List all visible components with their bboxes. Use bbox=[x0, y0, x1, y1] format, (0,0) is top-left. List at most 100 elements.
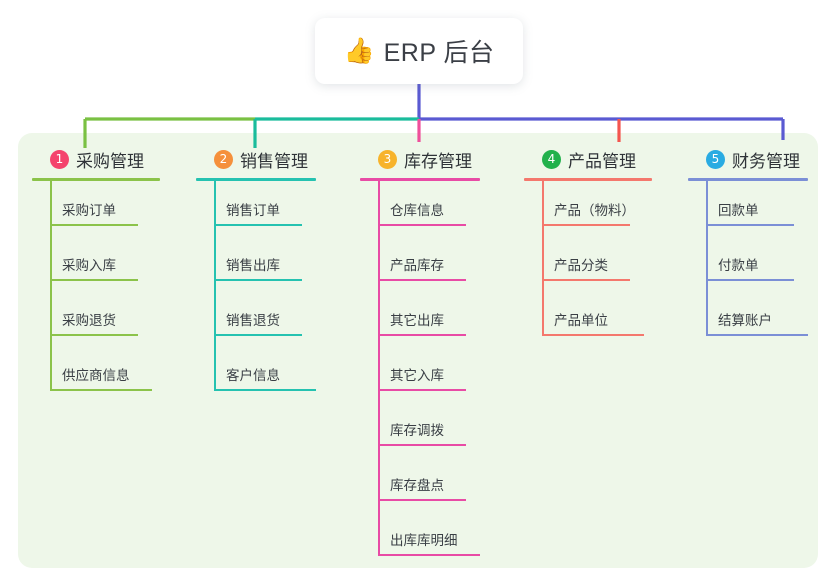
root-node-label: ERP 后台 bbox=[383, 39, 495, 67]
column-header-underline bbox=[524, 178, 652, 181]
list-item-underline bbox=[378, 444, 466, 446]
column-采购管理: 1 采购管理采购订单采购入库采购退货供应商信息 bbox=[32, 147, 160, 401]
column-header-3[interactable]: 3 库存管理 bbox=[360, 147, 480, 171]
list-item-underline bbox=[50, 334, 138, 336]
column-spine bbox=[50, 181, 52, 389]
list-item-label: 其它入库 bbox=[390, 368, 444, 383]
column-header-2[interactable]: 2 销售管理 bbox=[196, 147, 316, 171]
list-item[interactable]: 客户信息 bbox=[196, 346, 316, 401]
column-header-4[interactable]: 4 产品管理 bbox=[524, 147, 652, 171]
thumbs-up-icon: 👍 bbox=[343, 36, 375, 65]
list-item[interactable]: 库存调拨 bbox=[360, 401, 480, 456]
column-badge-4: 4 bbox=[542, 149, 561, 169]
list-item[interactable]: 产品库存 bbox=[360, 236, 480, 291]
column-title-label: 财务管理 bbox=[732, 151, 800, 171]
list-item-underline bbox=[214, 334, 302, 336]
column-财务管理: 5 财务管理回款单付款单结算账户 bbox=[688, 147, 808, 346]
list-item[interactable]: 产品（物料） bbox=[524, 181, 652, 236]
list-item-underline bbox=[706, 224, 794, 226]
list-item-underline bbox=[378, 499, 466, 501]
column-item-list: 产品（物料） 产品分类产品单位 bbox=[524, 181, 652, 346]
column-库存管理: 3 库存管理仓库信息产品库存其它出库其它入库库存调拨库存盘点出库库明细 bbox=[360, 147, 480, 566]
list-item-underline bbox=[706, 334, 808, 336]
column-badge-2: 2 bbox=[214, 149, 233, 169]
list-item[interactable]: 库存盘点 bbox=[360, 456, 480, 511]
root-node-content: 👍 ERP 后台 bbox=[343, 33, 494, 69]
column-item-list: 仓库信息产品库存其它出库其它入库库存调拨库存盘点出库库明细 bbox=[360, 181, 480, 566]
list-item-underline bbox=[378, 279, 466, 281]
list-item-underline bbox=[542, 279, 630, 281]
list-item-underline bbox=[214, 389, 316, 391]
list-item-label: 采购订单 bbox=[62, 203, 116, 218]
column-header-underline bbox=[32, 178, 160, 181]
root-node-erp-backend[interactable]: 👍 ERP 后台 bbox=[315, 18, 523, 84]
list-item-underline bbox=[50, 389, 152, 391]
list-item-underline bbox=[214, 279, 302, 281]
list-item-label: 产品单位 bbox=[554, 313, 608, 328]
list-item-label: 付款单 bbox=[718, 258, 759, 273]
list-item[interactable]: 采购退货 bbox=[32, 291, 160, 346]
list-item-label: 采购退货 bbox=[62, 313, 116, 328]
list-item-label: 仓库信息 bbox=[390, 203, 444, 218]
diagram-panel-background bbox=[18, 133, 818, 568]
list-item-underline bbox=[542, 224, 630, 226]
list-item-label: 供应商信息 bbox=[62, 368, 130, 383]
list-item[interactable]: 仓库信息 bbox=[360, 181, 480, 236]
column-header-underline bbox=[360, 178, 480, 181]
list-item-underline bbox=[214, 224, 302, 226]
column-title-label: 采购管理 bbox=[76, 151, 144, 171]
column-销售管理: 2 销售管理销售订单销售出库销售退货客户信息 bbox=[196, 147, 316, 401]
list-item[interactable]: 其它出库 bbox=[360, 291, 480, 346]
list-item-underline bbox=[542, 334, 644, 336]
list-item-label: 库存调拨 bbox=[390, 423, 444, 438]
column-产品管理: 4 产品管理产品（物料） 产品分类产品单位 bbox=[524, 147, 652, 346]
list-item[interactable]: 销售订单 bbox=[196, 181, 316, 236]
list-item[interactable]: 销售退货 bbox=[196, 291, 316, 346]
list-item-underline bbox=[378, 334, 466, 336]
list-item[interactable]: 销售出库 bbox=[196, 236, 316, 291]
list-item-label: 产品库存 bbox=[390, 258, 444, 273]
list-item[interactable]: 采购入库 bbox=[32, 236, 160, 291]
list-item-label: 产品分类 bbox=[554, 258, 608, 273]
list-item-underline bbox=[378, 554, 480, 556]
list-item-label: 其它出库 bbox=[390, 313, 444, 328]
list-item-underline bbox=[50, 279, 138, 281]
column-spine bbox=[542, 181, 544, 334]
column-badge-1: 1 bbox=[50, 149, 69, 169]
list-item[interactable]: 产品分类 bbox=[524, 236, 652, 291]
list-item-underline bbox=[378, 224, 466, 226]
column-spine bbox=[214, 181, 216, 389]
list-item-underline bbox=[378, 389, 466, 391]
list-item[interactable]: 回款单 bbox=[688, 181, 808, 236]
list-item[interactable]: 采购订单 bbox=[32, 181, 160, 236]
column-badge-3: 3 bbox=[378, 149, 397, 169]
list-item[interactable]: 供应商信息 bbox=[32, 346, 160, 401]
column-item-list: 采购订单采购入库采购退货供应商信息 bbox=[32, 181, 160, 401]
list-item-label: 出库库明细 bbox=[390, 533, 458, 548]
list-item-label: 销售退货 bbox=[226, 313, 280, 328]
column-item-list: 销售订单销售出库销售退货客户信息 bbox=[196, 181, 316, 401]
column-header-5[interactable]: 5 财务管理 bbox=[688, 147, 808, 171]
list-item-underline bbox=[50, 224, 138, 226]
list-item-label: 库存盘点 bbox=[390, 478, 444, 493]
list-item[interactable]: 其它入库 bbox=[360, 346, 480, 401]
list-item-label: 销售订单 bbox=[226, 203, 280, 218]
list-item-label: 采购入库 bbox=[62, 258, 116, 273]
column-header-underline bbox=[688, 178, 808, 181]
column-spine bbox=[706, 181, 708, 334]
list-item[interactable]: 出库库明细 bbox=[360, 511, 480, 566]
list-item[interactable]: 结算账户 bbox=[688, 291, 808, 346]
column-header-1[interactable]: 1 采购管理 bbox=[32, 147, 160, 171]
list-item-label: 产品（物料） bbox=[554, 203, 635, 218]
column-spine bbox=[378, 181, 380, 554]
column-header-underline bbox=[196, 178, 316, 181]
list-item[interactable]: 付款单 bbox=[688, 236, 808, 291]
column-title-label: 产品管理 bbox=[568, 151, 636, 171]
column-title-label: 库存管理 bbox=[404, 151, 472, 171]
list-item[interactable]: 产品单位 bbox=[524, 291, 652, 346]
list-item-underline bbox=[706, 279, 794, 281]
list-item-label: 结算账户 bbox=[718, 313, 772, 328]
column-badge-5: 5 bbox=[706, 149, 725, 169]
column-title-label: 销售管理 bbox=[240, 151, 308, 171]
